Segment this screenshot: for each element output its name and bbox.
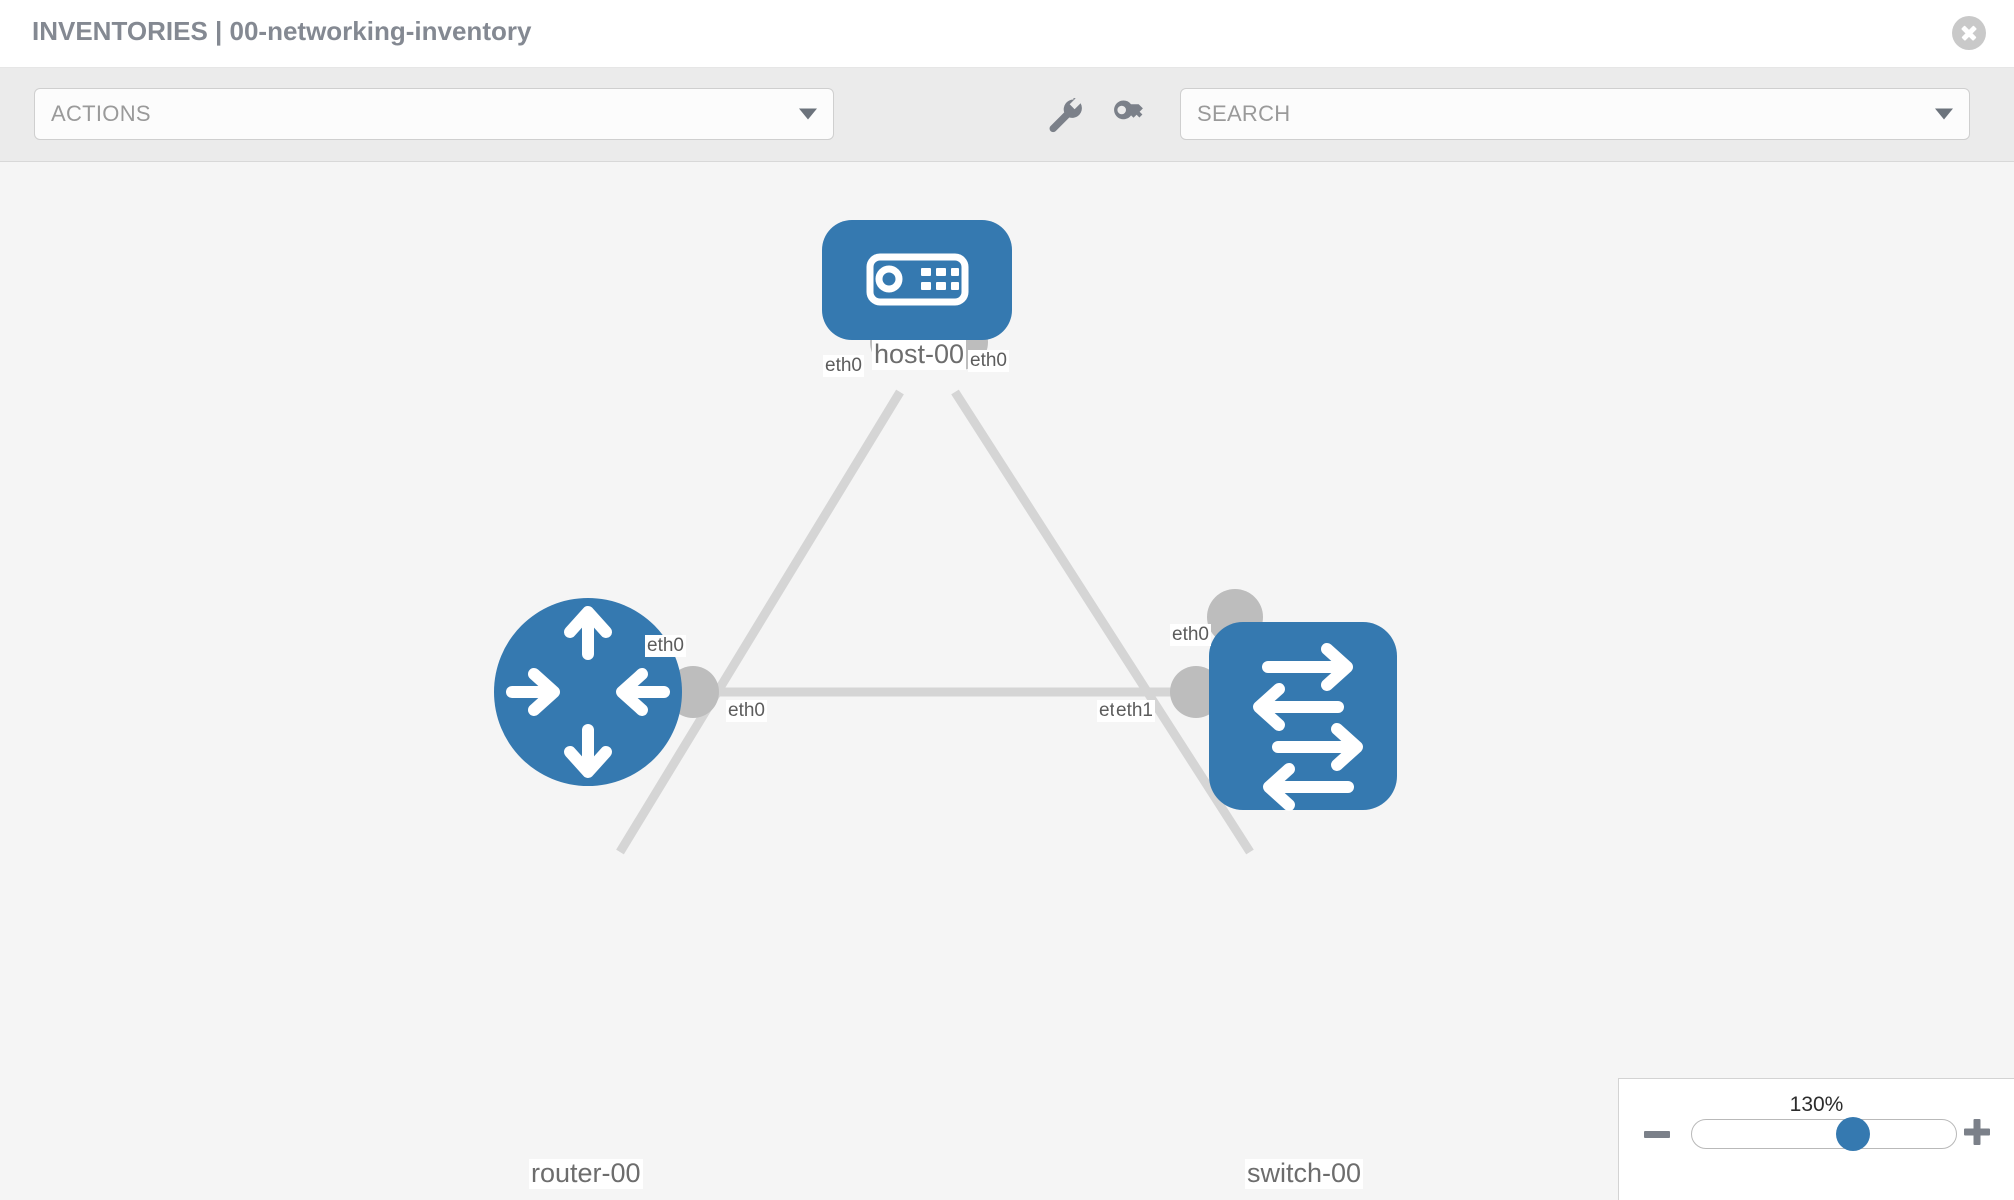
link-layer — [616, 389, 1254, 855]
node-label-host-00: host-00 — [872, 339, 967, 370]
link-host-router — [616, 389, 904, 855]
page-title: INVENTORIES | 00-networking-inventory — [32, 16, 532, 46]
iface-label-host-right: eth0 — [968, 350, 1009, 372]
server-device-icon — [866, 253, 969, 306]
router-arrows-icon — [506, 606, 670, 778]
wrench-icon[interactable] — [1040, 90, 1088, 138]
toolbar: ACTIONS SEARCH — [0, 68, 2014, 162]
zoom-level-label: 130% — [1789, 1093, 1844, 1116]
iface-label-host-left: eth0 — [823, 355, 864, 377]
topology-graph — [494, 220, 1397, 855]
iface-label-router-right: eth0 — [726, 700, 767, 722]
close-icon[interactable] — [1952, 16, 1986, 50]
iface-label-switch-up: eth0 — [1170, 624, 1211, 646]
iface-label-switch-left-b: eth1 — [1114, 700, 1155, 722]
header-bar: INVENTORIES | 00-networking-inventory — [0, 0, 2014, 68]
node-label-switch-00: switch-00 — [1245, 1158, 1364, 1189]
actions-dropdown[interactable]: ACTIONS — [34, 88, 834, 140]
link-host-switch — [951, 389, 1254, 855]
zoom-slider-thumb[interactable] — [1836, 1117, 1871, 1151]
zoom-in-icon[interactable] — [1962, 1117, 1992, 1147]
node-label-router-00: router-00 — [529, 1158, 643, 1189]
chevron-down-icon — [799, 108, 817, 120]
handle-layer — [667, 314, 1263, 718]
node-switch-00[interactable] — [1209, 622, 1397, 811]
topology-canvas[interactable]: host-00 router-00 switch-00 eth0 eth0 et… — [0, 162, 2014, 1200]
node-host-00[interactable] — [822, 220, 1012, 340]
chevron-down-icon — [1935, 108, 1953, 120]
zoom-out-icon[interactable] — [1644, 1131, 1670, 1138]
key-icon[interactable] — [1106, 90, 1154, 138]
node-router-00[interactable] — [494, 598, 682, 786]
search-input-placeholder[interactable]: SEARCH — [1197, 101, 1291, 126]
iface-label-router-up: eth0 — [645, 635, 686, 657]
zoom-control-panel: 130% — [1618, 1078, 2014, 1200]
zoom-slider[interactable] — [1691, 1117, 1957, 1151]
switch-arrows-icon — [1253, 643, 1363, 811]
actions-dropdown-label: ACTIONS — [51, 101, 151, 126]
search-dropdown[interactable]: SEARCH — [1180, 88, 1970, 140]
